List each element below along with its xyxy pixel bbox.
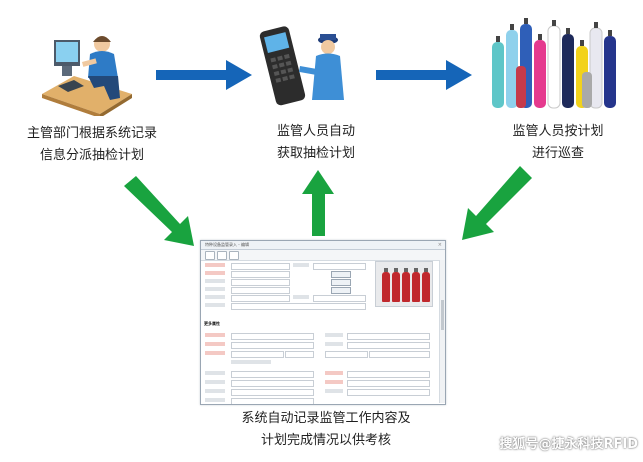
cylinder-photo	[375, 261, 433, 307]
screenshot-toolbar	[201, 250, 445, 261]
caption-step-2: 监管人员自动 获取抽检计划	[236, 121, 396, 165]
caption-step-3-line-2: 进行巡查	[531, 146, 584, 161]
form-row	[201, 389, 437, 396]
office-worker-computer-icon	[42, 36, 132, 116]
caption-step-1-line-2: 信息分派抽检计划	[39, 148, 144, 163]
caption-step-2-line-1: 监管人员自动	[276, 124, 355, 139]
caption-step-1: 主管部门根据系统记录 信息分派抽检计划	[6, 123, 178, 167]
screenshot-title: 特种设备监管录入 - 编辑	[205, 242, 249, 247]
arrow-down-right-icon	[124, 176, 194, 246]
caption-step-4: 系统自动记录监管工作内容及 计划完成情况以供考核	[196, 408, 456, 452]
form-row	[201, 398, 437, 404]
form-row	[201, 287, 371, 294]
inspector-handheld-terminal-icon	[259, 26, 344, 106]
form-row	[201, 333, 437, 340]
form-row	[201, 342, 437, 349]
form-row	[201, 303, 371, 310]
screenshot-title-bar: 特种设备监管录入 - 编辑 ×	[201, 241, 445, 250]
scrollbar	[439, 260, 445, 403]
save-icon	[217, 251, 227, 260]
form-row	[201, 279, 371, 286]
delete-icon	[229, 251, 239, 260]
form-row	[201, 263, 371, 270]
caption-step-4-line-2: 计划完成情况以供考核	[260, 433, 391, 448]
form-row	[201, 271, 371, 278]
form-row	[201, 351, 437, 358]
arrow-down-left-icon	[462, 166, 532, 240]
caption-step-3-line-1: 监管人员按计划	[512, 124, 604, 139]
gas-cylinders-icon	[492, 18, 616, 109]
arrow-right-icon	[156, 60, 252, 90]
form-row	[201, 371, 437, 378]
form-row	[201, 295, 371, 302]
caption-step-3: 监管人员按计划 进行巡查	[482, 121, 634, 165]
screenshot-section-label: 更多属性	[204, 321, 220, 326]
close-icon: ×	[437, 242, 442, 248]
caption-step-4-line-1: 系统自动记录监管工作内容及	[241, 411, 411, 426]
caption-step-2-line-2: 获取抽检计划	[276, 146, 355, 161]
arrow-right-icon	[376, 60, 472, 90]
watermark: 搜狐号@捷永科技RFID	[499, 437, 638, 452]
form-row	[201, 360, 437, 366]
system-screenshot: 特种设备监管录入 - 编辑 ×	[200, 240, 446, 405]
caption-step-1-line-1: 主管部门根据系统记录	[26, 126, 157, 141]
form-row	[201, 380, 437, 387]
settings-icon	[205, 251, 215, 260]
arrow-up-icon	[302, 170, 334, 236]
